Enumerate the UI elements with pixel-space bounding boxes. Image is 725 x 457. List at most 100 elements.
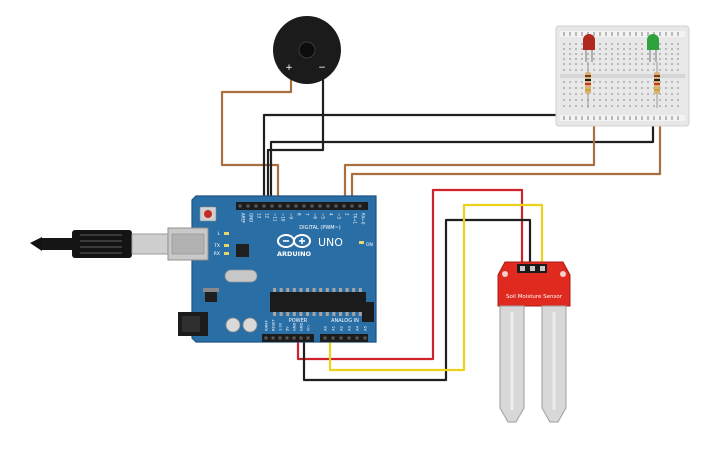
analog-pin-socket[interactable] [331,336,335,340]
breadboard-hole[interactable] [617,116,619,118]
breadboard-hole[interactable] [641,48,643,50]
breadboard-hole[interactable] [659,69,661,71]
breadboard-hole[interactable] [581,34,583,36]
wire-red-led-gnd[interactable] [262,113,560,203]
breadboard-hole[interactable] [617,118,619,120]
breadboard-hole[interactable] [623,118,625,120]
breadboard-hole[interactable] [611,87,613,89]
breadboard-hole[interactable] [659,118,661,120]
breadboard-hole[interactable] [635,99,637,101]
usb-cable[interactable] [30,230,171,258]
breadboard-hole[interactable] [629,58,631,60]
breadboard-hole[interactable] [617,53,619,55]
breadboard-hole[interactable] [581,118,583,120]
breadboard-hole[interactable] [569,81,571,83]
breadboard-hole[interactable] [641,43,643,45]
breadboard-hole[interactable] [587,58,589,60]
breadboard-hole[interactable] [593,32,595,34]
breadboard-hole[interactable] [611,118,613,120]
breadboard-hole[interactable] [587,32,589,34]
wire-red-led-signal[interactable] [343,110,596,203]
breadboard-hole[interactable] [677,32,679,34]
digital-pin-socket[interactable] [318,204,322,208]
breadboard-hole[interactable] [659,116,661,118]
breadboard-hole[interactable] [665,53,667,55]
breadboard-hole[interactable] [665,69,667,71]
breadboard-hole[interactable] [581,69,583,71]
breadboard-hole[interactable] [665,32,667,34]
breadboard-hole[interactable] [659,63,661,65]
breadboard-hole[interactable] [599,63,601,65]
digital-pin-socket[interactable] [238,204,242,208]
breadboard-hole[interactable] [665,93,667,95]
breadboard-hole[interactable] [617,43,619,45]
breadboard-hole[interactable] [659,43,661,45]
digital-pin-socket[interactable] [310,204,314,208]
digital-header[interactable] [236,202,368,210]
breadboard-hole[interactable] [665,105,667,107]
breadboard-hole[interactable] [617,93,619,95]
breadboard-hole[interactable] [587,118,589,120]
breadboard-hole[interactable] [563,32,565,34]
breadboard-hole[interactable] [593,118,595,120]
breadboard-hole[interactable] [647,34,649,36]
breadboard-hole[interactable] [677,58,679,60]
breadboard-hole[interactable] [563,48,565,50]
breadboard-hole[interactable] [605,69,607,71]
breadboard-hole[interactable] [563,53,565,55]
breadboard-hole[interactable] [617,87,619,89]
breadboard-hole[interactable] [629,43,631,45]
breadboard-hole[interactable] [653,53,655,55]
breadboard-hole[interactable] [671,32,673,34]
breadboard-hole[interactable] [665,116,667,118]
breadboard-hole[interactable] [569,53,571,55]
breadboard-hole[interactable] [635,58,637,60]
breadboard-hole[interactable] [575,63,577,65]
breadboard-hole[interactable] [617,32,619,34]
breadboard-hole[interactable] [641,34,643,36]
wire-sensor-gnd[interactable] [302,218,532,382]
breadboard-hole[interactable] [599,34,601,36]
breadboard-hole[interactable] [635,32,637,34]
breadboard-hole[interactable] [653,116,655,118]
breadboard-hole[interactable] [611,58,613,60]
breadboard-hole[interactable] [671,93,673,95]
breadboard-hole[interactable] [581,81,583,83]
digital-pin-socket[interactable] [342,204,346,208]
breadboard-hole[interactable] [605,43,607,45]
breadboard-hole[interactable] [641,87,643,89]
breadboard-hole[interactable] [677,48,679,50]
wire-sensor-vcc[interactable] [296,188,524,361]
piezo-buzzer[interactable]: + − [273,16,341,84]
breadboard-hole[interactable] [569,34,571,36]
breadboard-hole[interactable] [611,53,613,55]
breadboard-hole[interactable] [581,48,583,50]
breadboard-hole[interactable] [569,63,571,65]
breadboard-hole[interactable] [665,118,667,120]
breadboard-hole[interactable] [641,118,643,120]
breadboard-hole[interactable] [575,105,577,107]
breadboard-hole[interactable] [605,105,607,107]
analog-pin-socket[interactable] [363,336,367,340]
breadboard-hole[interactable] [569,32,571,34]
breadboard-hole[interactable] [575,58,577,60]
power-pin-socket[interactable] [299,336,303,340]
breadboard-hole[interactable] [635,87,637,89]
breadboard-hole[interactable] [599,118,601,120]
breadboard-hole[interactable] [623,53,625,55]
breadboard-hole[interactable] [623,63,625,65]
digital-pin-socket[interactable] [286,204,290,208]
breadboard-hole[interactable] [605,118,607,120]
breadboard-hole[interactable] [581,93,583,95]
breadboard-hole[interactable] [629,99,631,101]
breadboard-hole[interactable] [635,53,637,55]
breadboard-hole[interactable] [593,81,595,83]
breadboard-hole[interactable] [593,58,595,60]
breadboard-hole[interactable] [635,105,637,107]
breadboard-hole[interactable] [563,69,565,71]
breadboard-hole[interactable] [605,116,607,118]
breadboard-hole[interactable] [593,105,595,107]
breadboard-hole[interactable] [599,43,601,45]
digital-pin-socket[interactable] [278,204,282,208]
breadboard-hole[interactable] [617,63,619,65]
